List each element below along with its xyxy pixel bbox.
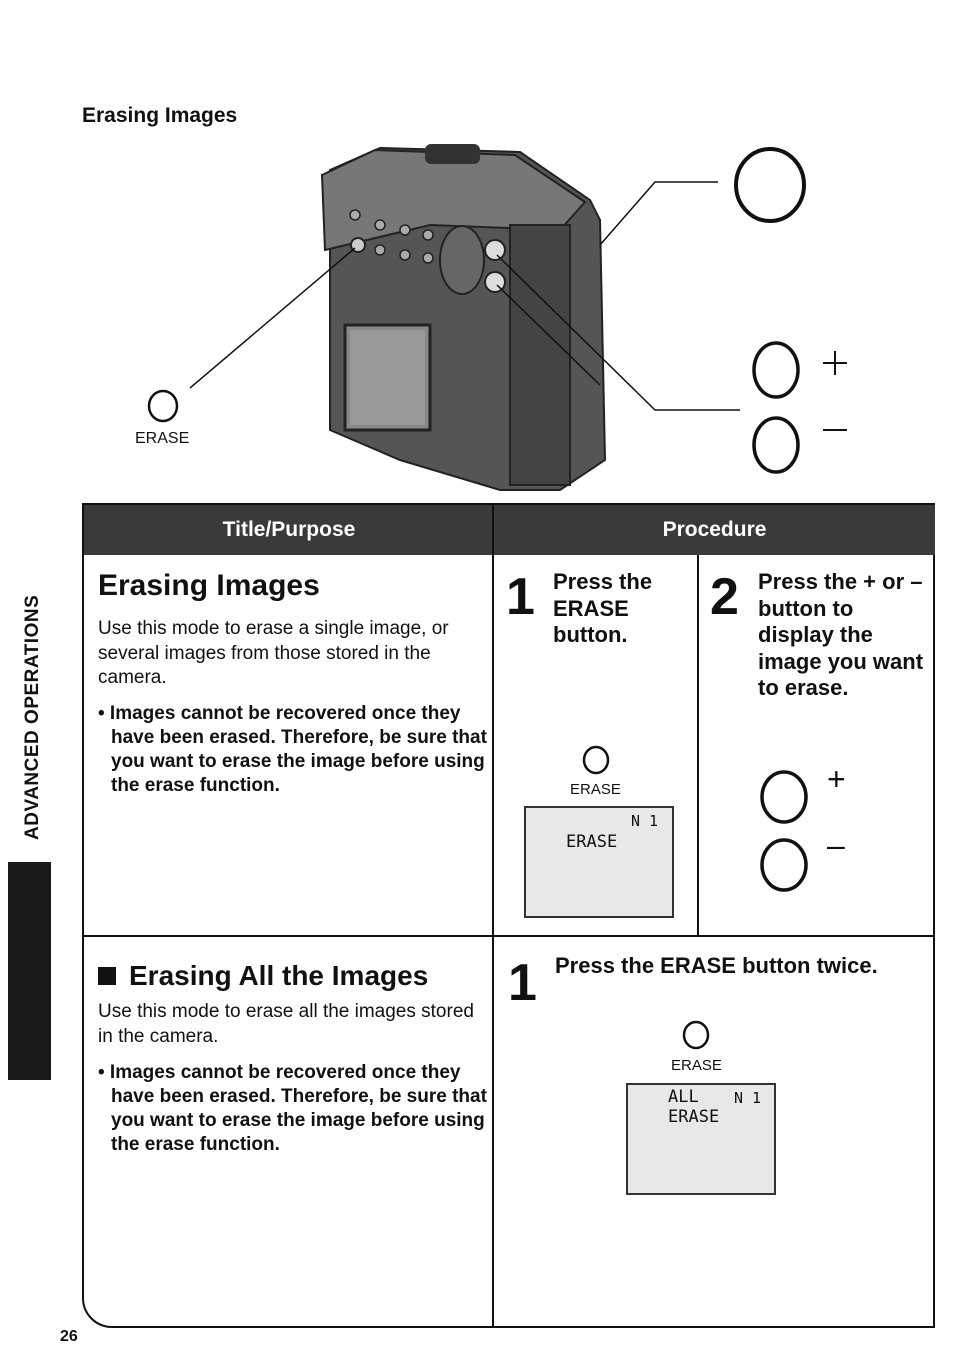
plus-minus-buttons-icon — [760, 770, 808, 892]
lcd-all-text: ALL — [668, 1087, 699, 1107]
page-number: 26 — [60, 1328, 78, 1345]
row1-description: Use this mode to erase a single image, o… — [98, 618, 449, 688]
row1-step2-number: 2 — [710, 568, 739, 626]
erase-button-icon — [582, 745, 610, 775]
row1-step1-button-label: ERASE — [570, 781, 621, 798]
row1-title: Erasing Images — [98, 569, 320, 602]
row1-step2-text: Press the + or – button to display the i… — [758, 569, 924, 700]
row1-step1-text: Press the ERASE button. — [553, 569, 653, 647]
lcd-frame-counter: N 1 — [734, 1089, 762, 1107]
lcd-frame-counter: N 1 — [631, 812, 659, 830]
row2-title-wrapper: Erasing All the Images — [98, 960, 428, 992]
column-header-procedure-text: Procedure — [662, 518, 767, 541]
erase-button-icon — [682, 1020, 710, 1050]
minus-button-icon — [752, 416, 847, 474]
row1-warning: • Images cannot be recovered once they h… — [98, 703, 487, 796]
callout-lines — [189, 181, 740, 411]
column-header-title-text: Title/Purpose — [222, 518, 356, 541]
row2-step1-number: 1 — [508, 954, 537, 1012]
section-side-bar — [8, 862, 51, 1080]
erase-button-icon — [147, 389, 179, 423]
column-header-title: Title/Purpose — [84, 505, 494, 555]
lcd-screen-erase: N 1 ERASE — [524, 806, 674, 918]
row-divider — [84, 935, 935, 937]
bullet-square-icon — [98, 967, 116, 985]
erase-button-caption: ERASE — [135, 430, 190, 447]
page-header: Erasing Images — [82, 104, 238, 127]
procedure-table: Title/Purpose Procedure Erasing Images U… — [82, 503, 935, 1328]
plus-button-icon — [752, 341, 847, 399]
row2-warning: • Images cannot be recovered once they h… — [98, 1062, 487, 1155]
plus-sign: + — [827, 761, 846, 797]
row2-description: Use this mode to erase all the images st… — [98, 1001, 474, 1047]
section-side-label: ADVANCED OPERATIONS — [22, 594, 43, 840]
camera-body — [320, 144, 607, 491]
row2-step1-text: Press the ERASE button twice. — [555, 953, 878, 978]
minus-sign: – — [827, 827, 845, 863]
lcd-screen-erase-all: N 1 ALL ERASE — [626, 1083, 776, 1195]
lcd-erase-text: ERASE — [668, 1107, 720, 1127]
row1-step1-number: 1 — [506, 568, 535, 626]
lcd-erase-text: ERASE — [566, 832, 618, 852]
column-divider — [492, 505, 494, 1328]
row2-step1-button-label: ERASE — [671, 1057, 722, 1074]
row2-title: Erasing All the Images — [129, 960, 429, 991]
column-header-procedure: Procedure — [494, 505, 935, 555]
camera-illustration — [147, 144, 847, 491]
step-divider — [697, 555, 699, 935]
button-symbol-large — [734, 147, 806, 223]
